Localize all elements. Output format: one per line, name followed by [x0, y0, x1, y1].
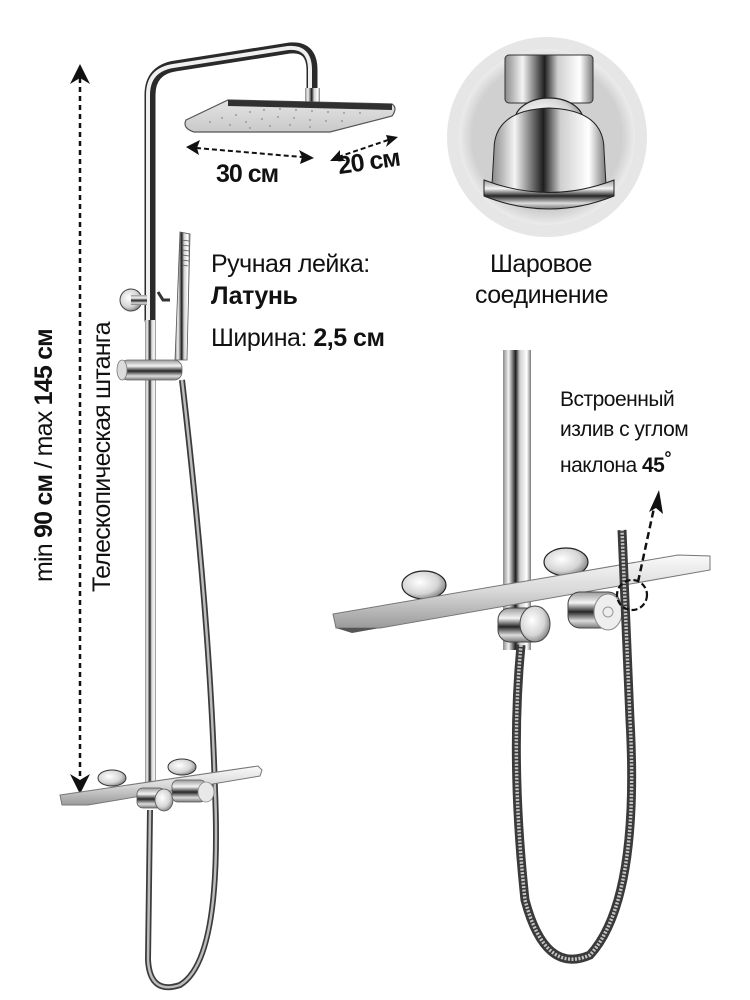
degree-symbol: ° [664, 448, 672, 468]
spout-angle-value: 45 [641, 454, 665, 477]
telescopic-bar-label: Телескопическая штанга [88, 322, 116, 592]
spout-label-line2: излив с углом [560, 418, 689, 441]
bar-height-range: min 90 см / max 145 см [30, 329, 59, 582]
hand-shower-width-value: 2,5 см [313, 324, 385, 352]
head-depth-arrow [330, 135, 398, 161]
left-thermostat-mixer [59, 758, 263, 812]
hand-shower-width-label: Ширина: [211, 324, 314, 352]
overhead-shower-arm [144, 42, 320, 326]
ball-joint-closeup [447, 37, 647, 237]
bar-height-max-value: 145 см [30, 329, 58, 406]
bar-height-min-prefix: min [30, 537, 58, 582]
spout-label-line1: Встроенный [560, 388, 675, 411]
spout-angle-indicator [615, 490, 663, 612]
head-width-label: 30 см [216, 160, 279, 188]
hand-shower [156, 231, 191, 361]
spout-angle-prefix: наклона [560, 454, 642, 477]
bar-height-min-value: 90 см [30, 474, 58, 538]
right-hose [511, 529, 637, 964]
hand-shower-material: Латунь [211, 282, 298, 310]
hand-shower-width: Ширина: 2,5 см [211, 324, 385, 353]
rain-shower-head [184, 99, 396, 133]
ball-joint-label-line2: соединение [475, 281, 608, 309]
left-hose [144, 379, 219, 991]
bar-height-separator: / max [30, 405, 58, 475]
telescopic-bar [116, 288, 183, 800]
right-thermostat-mixer-closeup [332, 547, 711, 643]
ball-joint-label-line1: Шаровое [490, 250, 592, 278]
head-width-arrow [186, 140, 314, 164]
hand-shower-title: Ручная лейка: [211, 250, 370, 278]
height-dimension-arrow [70, 64, 90, 794]
spout-label-line3: наклона 45° [560, 448, 672, 478]
